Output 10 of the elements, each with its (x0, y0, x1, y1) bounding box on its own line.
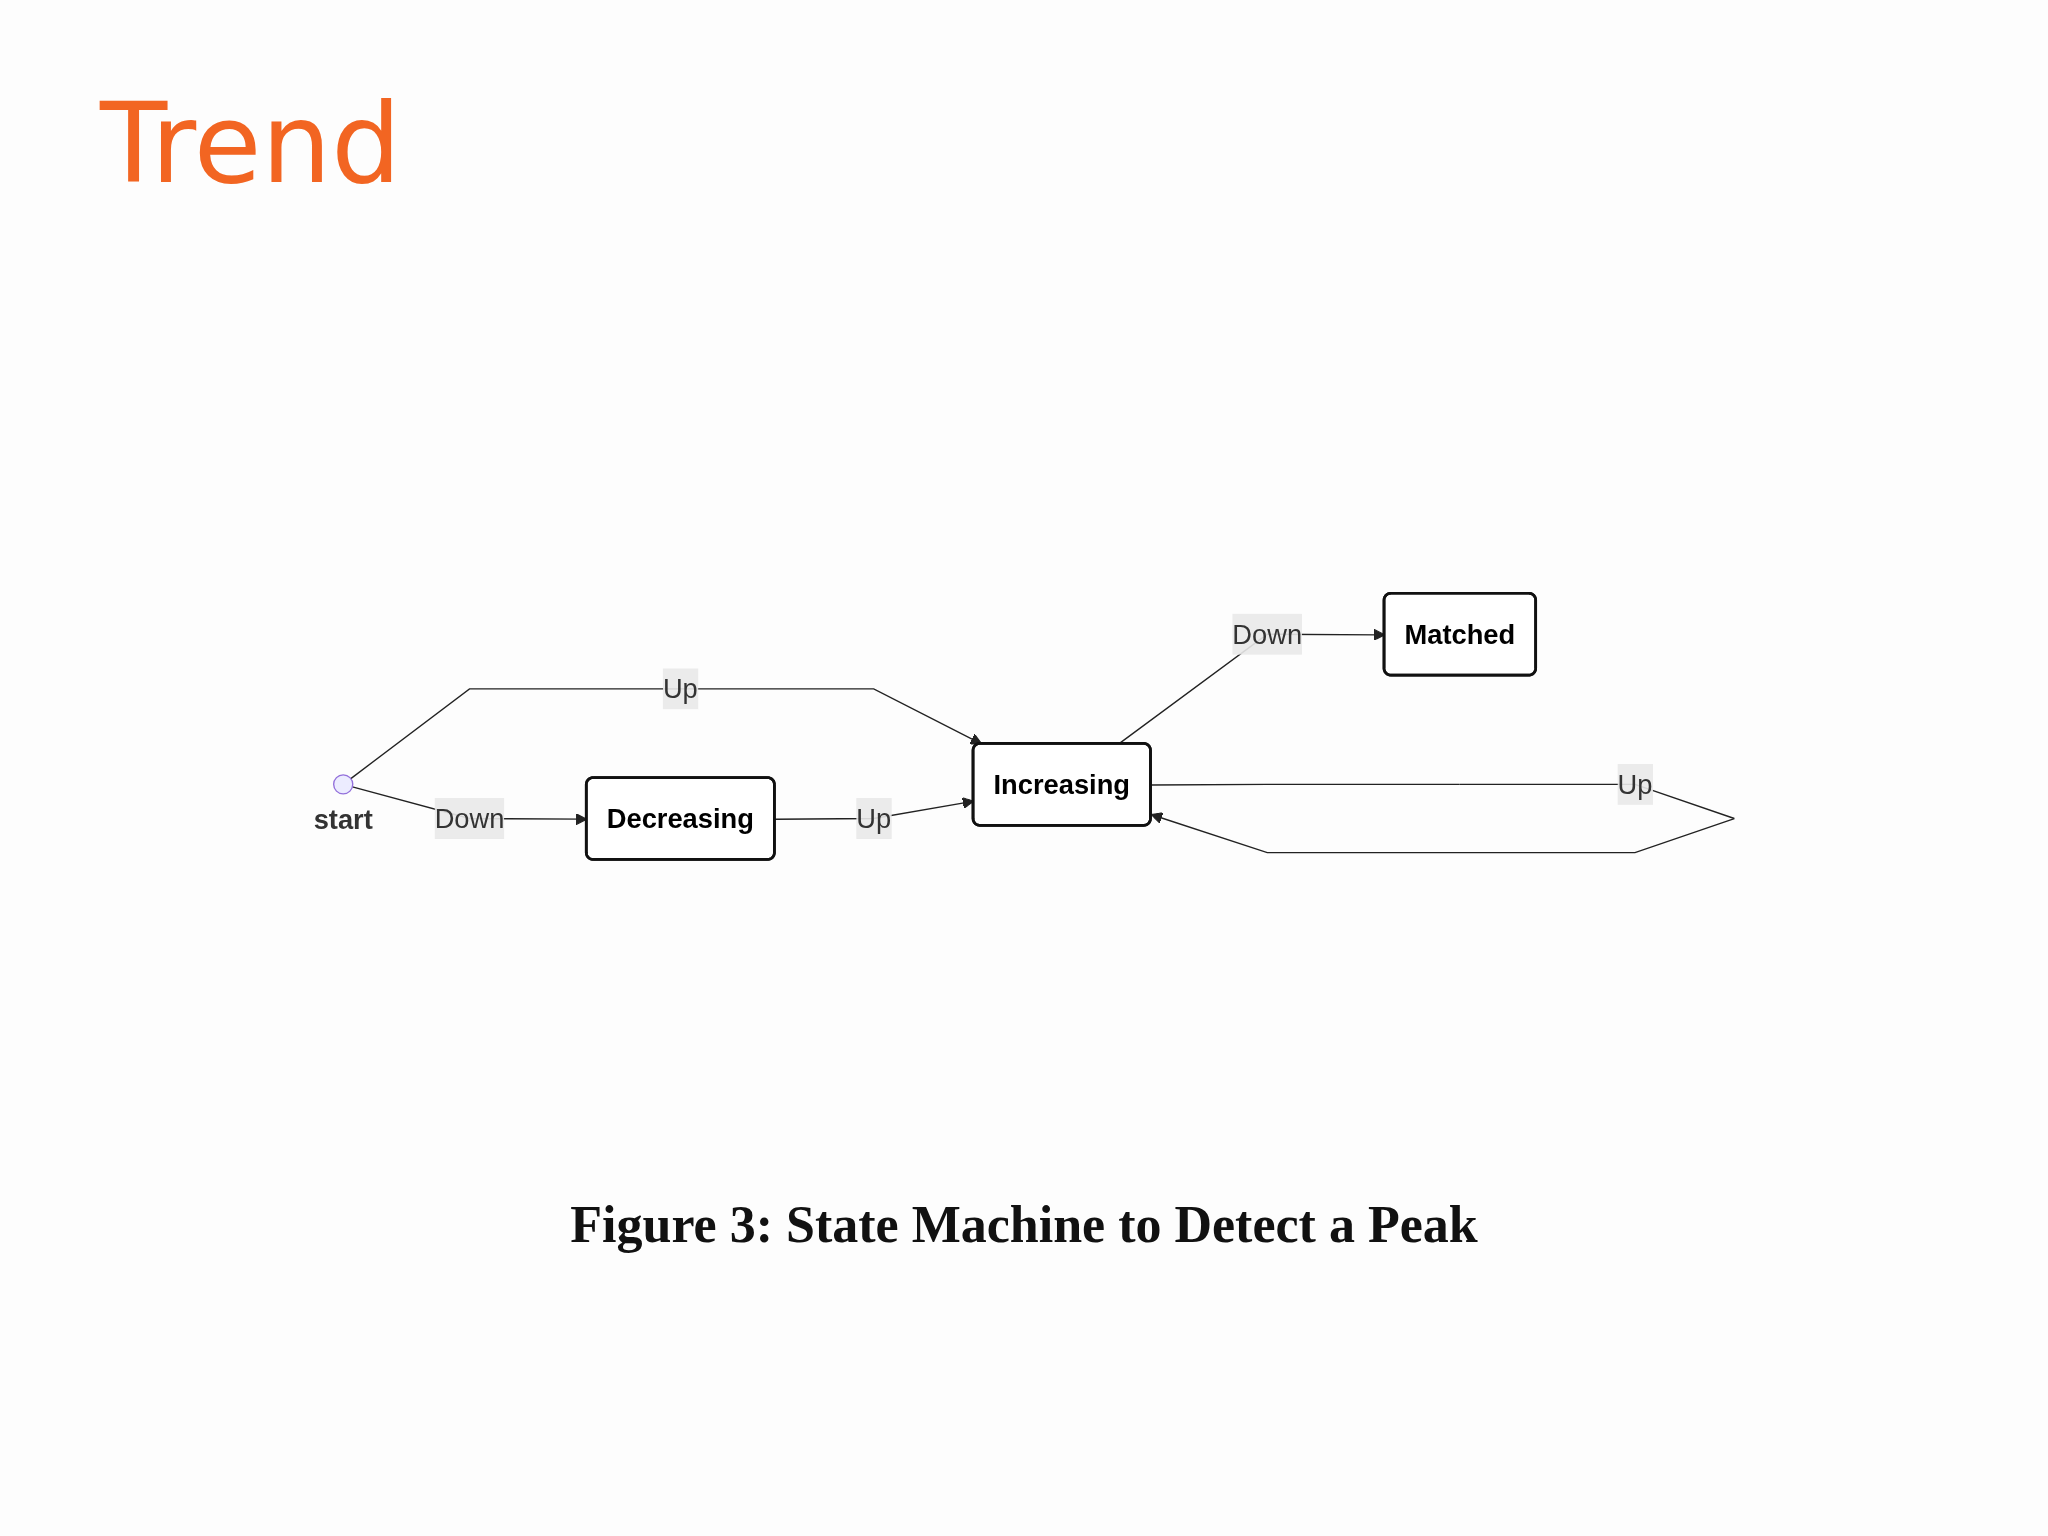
figure-caption: Figure 3: State Machine to Detect a Peak (569, 1195, 1479, 1254)
slide-title: Trend (100, 80, 402, 208)
edge-label: Down (1232, 619, 1303, 650)
edge-label: Down (434, 803, 505, 834)
edge-label: Up (662, 673, 698, 704)
edge-label: Up (856, 803, 892, 834)
node-caption: start (313, 804, 373, 836)
node-circle (332, 774, 354, 795)
arrow (350, 688, 983, 780)
edge-label: Up (1617, 769, 1653, 800)
